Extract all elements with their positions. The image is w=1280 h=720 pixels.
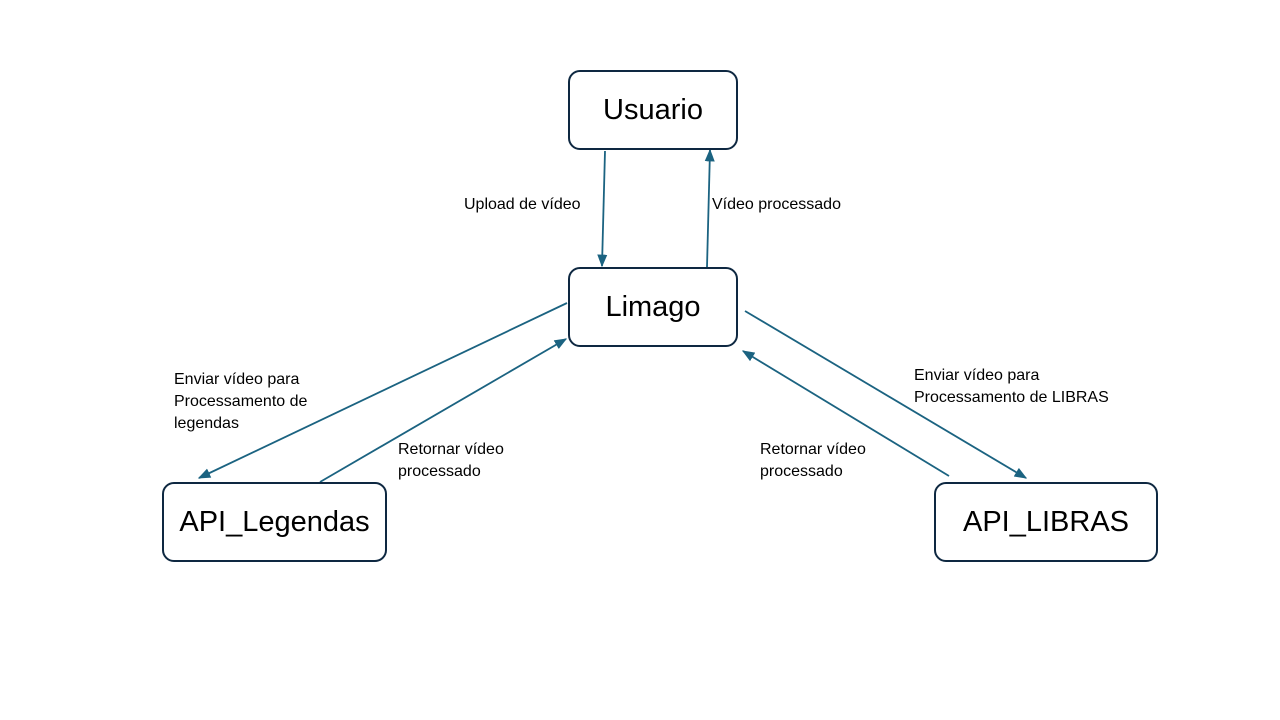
node-limago-label: Limago — [605, 290, 701, 323]
node-api-libras[interactable]: API_LIBRAS — [934, 482, 1158, 562]
edge-label-enviar-legendas: Enviar vídeo para Processamento de legen… — [174, 371, 308, 432]
node-api-legendas[interactable]: API_Legendas — [162, 482, 387, 562]
edge-label-enviar-libras: Enviar vídeo para Processamento de LIBRA… — [914, 367, 1109, 406]
edge-upload-arrow — [597, 150, 608, 268]
edge-retornar-libras-arrow — [741, 350, 950, 477]
node-limago[interactable]: Limago — [568, 267, 738, 347]
node-api-legendas-label: API_Legendas — [179, 505, 370, 538]
edge-retornar-legendas-arrow — [319, 338, 568, 483]
node-usuario-label: Usuario — [603, 93, 703, 126]
node-api-libras-label: API_LIBRAS — [962, 505, 1130, 538]
edge-video-processado-arrow — [704, 148, 715, 268]
edge-enviar-legendas-arrow — [197, 302, 568, 479]
edge-label-video-processado: Vídeo processado — [712, 196, 841, 213]
edge-label-upload: Upload de vídeo — [464, 196, 581, 213]
edge-enviar-libras-arrow — [744, 310, 1028, 479]
node-usuario[interactable]: Usuario — [568, 70, 738, 150]
edge-label-retornar-legendas: Retornar vídeo processado — [398, 441, 504, 480]
edge-label-retornar-libras: Retornar vídeo processado — [760, 441, 866, 480]
